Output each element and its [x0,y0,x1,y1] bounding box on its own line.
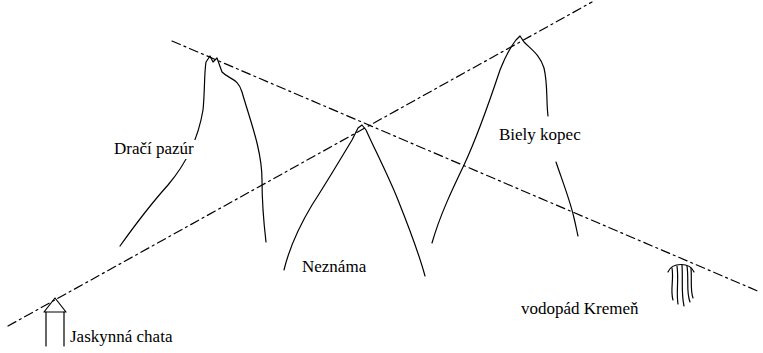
mountain-outline [284,125,425,276]
place-label: Biely kopec [497,126,583,145]
hut-symbol [44,298,66,346]
place-label: Neznáma [300,258,368,277]
place-label: Dračí pazúr [112,140,196,159]
place-label: vodopád Kremeň [519,300,641,319]
mountain-outline [556,162,578,236]
waterfall-symbol [668,265,694,307]
place-label: Jaskynná chata [68,328,174,347]
sight-line [172,41,760,292]
sight-line [8,2,592,326]
